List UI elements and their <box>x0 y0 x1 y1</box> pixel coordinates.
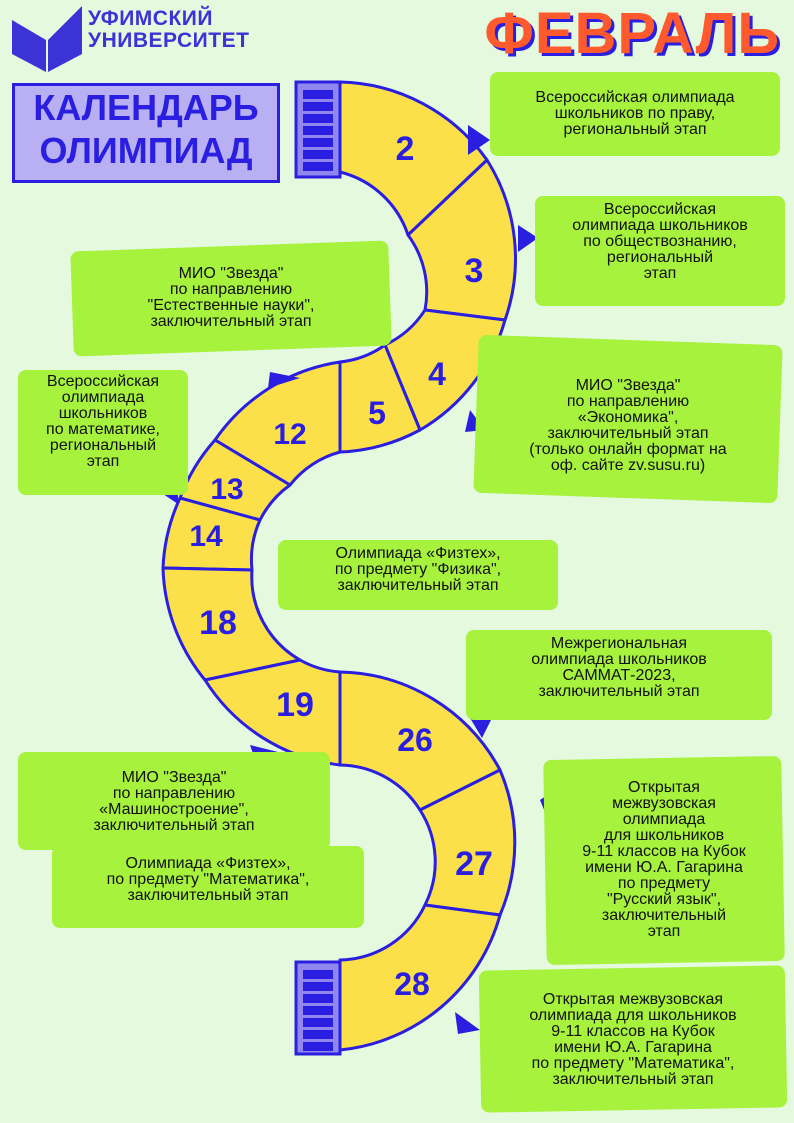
road-segment-18 <box>161 566 302 682</box>
road-segment-28 <box>338 903 502 1052</box>
finish-block <box>294 960 342 1056</box>
event-card: Олимпиада «Физтех», по предмету "Физика"… <box>278 540 558 610</box>
pointer-3 <box>518 225 538 252</box>
pointer-12 <box>268 372 300 388</box>
event-card: Всероссийская олимпиада школьников по ма… <box>18 370 188 495</box>
pointer-2 <box>468 125 490 155</box>
event-card: Всероссийская олимпиада школьников по пр… <box>490 72 780 156</box>
event-card: Открытая межвузовская олимпиада для школ… <box>478 965 788 1113</box>
title-box <box>12 83 280 183</box>
event-card: Открытая межвузовская олимпиада для школ… <box>543 755 785 966</box>
road-segment-12 <box>213 360 342 487</box>
event-text: Открытая межвузовская олимпиада для школ… <box>582 779 746 940</box>
event-card: Межрегиональная олимпиада школьников САМ… <box>466 630 772 720</box>
month-title: ФЕВРАЛЬ <box>484 1 780 66</box>
event-text: Всероссийская олимпиада школьников по пр… <box>535 89 735 138</box>
event-text: Всероссийская олимпиада школьников по об… <box>572 201 748 282</box>
event-card: МИО "Звезда" по направлению "Естественны… <box>70 240 392 357</box>
event-text: Всероссийская олимпиада школьников по ма… <box>46 373 160 470</box>
day-number: 28 <box>394 966 430 1002</box>
day-number: 3 <box>464 252 484 290</box>
event-text: Открытая межвузовская олимпиада для школ… <box>529 991 737 1088</box>
event-text: МИО "Звезда" по направлению «Экономика",… <box>529 377 727 474</box>
day-number: 27 <box>455 845 493 883</box>
event-card: Всероссийская олимпиада школьников по об… <box>535 196 785 306</box>
event-card: Олимпиада «Физтех», по предмету "Математ… <box>52 846 364 928</box>
event-text: Олимпиада «Физтех», по предмету "Математ… <box>106 855 310 904</box>
event-text: МИО "Звезда" по направлению «Машинострое… <box>93 769 255 834</box>
day-number: 19 <box>276 686 314 724</box>
event-card: МИО "Звезда" по направлению «Экономика",… <box>473 334 783 504</box>
event-text: Олимпиада «Физтех», по предмету "Физика"… <box>334 545 502 594</box>
event-card: МИО "Звезда" по направлению «Машинострое… <box>18 752 330 850</box>
pointer-28 <box>455 1012 480 1034</box>
road-segment-26 <box>338 670 502 812</box>
day-number: 4 <box>428 356 446 392</box>
university-logo-icon <box>12 6 82 72</box>
day-number: 26 <box>397 722 433 758</box>
day-number: 2 <box>395 130 415 168</box>
event-text: МИО "Звезда" по направлению "Естественны… <box>147 265 315 330</box>
day-number: 5 <box>368 395 386 431</box>
road-segment-3 <box>406 158 517 322</box>
day-number: 13 <box>210 473 244 506</box>
day-number: 14 <box>189 520 223 553</box>
university-name: УФИМСКИЙ УНИВЕРСИТЕТ <box>88 7 250 52</box>
page-title: КАЛЕНДАРЬ ОЛИМПИАД <box>33 87 259 171</box>
day-number: 18 <box>199 604 237 642</box>
day-number: 12 <box>273 418 307 451</box>
pointer-26 <box>470 718 492 738</box>
university-logo[interactable] <box>12 6 292 72</box>
start-block <box>294 80 342 179</box>
event-text: Межрегиональная олимпиада школьников САМ… <box>531 635 707 700</box>
